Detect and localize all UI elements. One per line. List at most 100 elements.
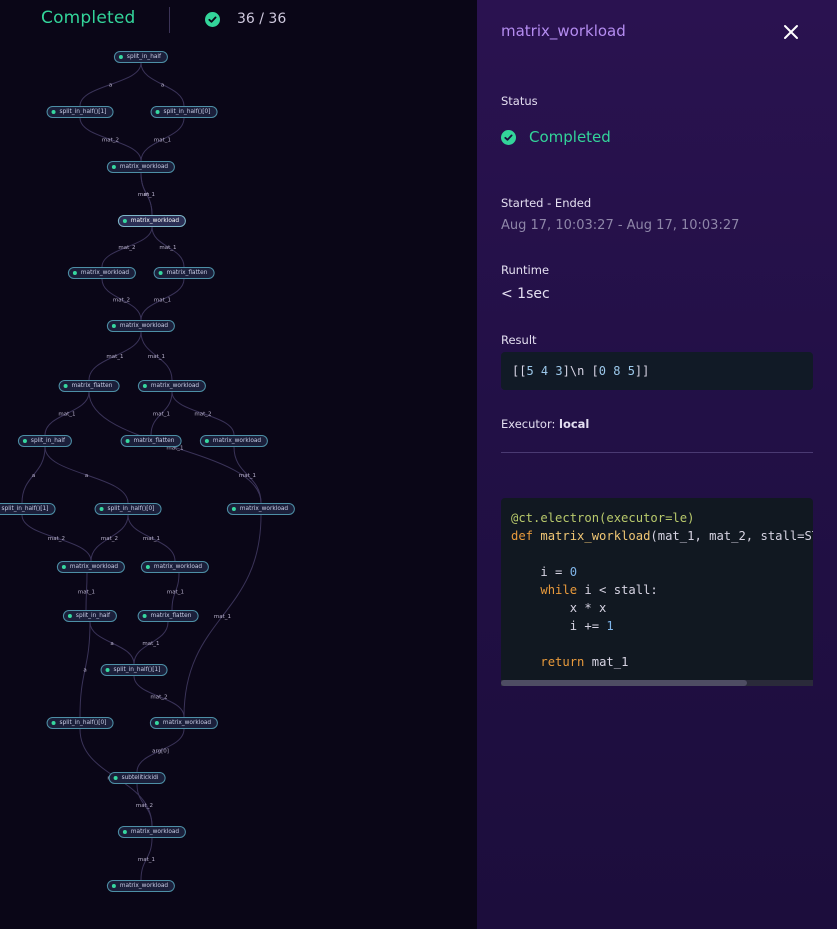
graph-edge [88, 331, 142, 381]
graph-node[interactable]: matrix_workload [106, 880, 176, 892]
graph-edge [89, 621, 135, 665]
graph-edge [136, 783, 153, 827]
graph-edge [140, 331, 173, 381]
graph-node[interactable]: matrix_workload [149, 717, 219, 729]
graph-node[interactable]: matrix_workload [106, 161, 176, 173]
graph-edge [44, 391, 90, 436]
graph-edge [90, 514, 129, 562]
source-code-block[interactable]: @ct.electron(executor=le) def matrix_wor… [501, 498, 813, 686]
graph-node[interactable]: split_in_half()[1] [100, 664, 168, 676]
edge-label: a [161, 83, 164, 89]
graph-edge [85, 572, 88, 611]
graph-node[interactable]: matrix_workload [199, 435, 269, 447]
edge-label: mat_2 [101, 536, 118, 542]
edge-label: mat_2 [48, 536, 65, 542]
graph-edge [133, 621, 169, 665]
result-label: Result [501, 333, 537, 347]
edge-label: a [85, 473, 88, 479]
edge-label: mat_1 [239, 473, 256, 479]
graph-node[interactable]: split_in_half()[0] [150, 106, 218, 118]
graph-edge [171, 391, 235, 436]
graph-node[interactable]: matrix_workload [140, 561, 210, 573]
dispatch-status-text: Completed [41, 8, 136, 28]
panel-title: matrix_workload [501, 22, 626, 40]
graph-edge [88, 391, 262, 504]
edge-label: m [144, 192, 149, 198]
graph-node[interactable]: matrix_workload [137, 380, 207, 392]
graph-node[interactable]: matrix_flatten [137, 610, 199, 622]
edge-label: a [83, 668, 86, 674]
edge-label: mat_2 [136, 803, 153, 809]
code-scrollbar-thumb[interactable] [501, 680, 747, 686]
graph-edge [79, 621, 91, 718]
graph-node[interactable]: matrix_flatten [120, 435, 182, 447]
edge-label: mat_1 [159, 245, 176, 251]
edge-label: mat_1 [138, 857, 155, 863]
code-scrollbar[interactable] [501, 680, 813, 686]
graph-edge [150, 391, 173, 436]
check-circle-icon [205, 12, 220, 27]
completed-count: 36 / 36 [237, 11, 287, 27]
graph-node[interactable]: matrix_workload [67, 267, 137, 279]
graph-node[interactable]: split_in_half [113, 51, 169, 63]
graph-edge [140, 62, 185, 107]
divider [169, 7, 170, 33]
graph-edge [44, 446, 129, 504]
close-button[interactable] [782, 23, 800, 41]
runtime-value: < 1sec [501, 286, 550, 302]
check-circle-icon [501, 130, 516, 145]
graph-edge [21, 514, 92, 562]
graph-edge [140, 278, 185, 321]
edge-label: mat_1 [78, 590, 95, 596]
edge-label: mat_1 [58, 412, 75, 418]
graph-node[interactable]: split_in_half()[1] [46, 106, 114, 118]
graph-node[interactable]: matrix_flatten [153, 267, 215, 279]
edge-label: mat_1 [154, 138, 171, 144]
graph-edge [101, 226, 153, 268]
source-code: @ct.electron(executor=le) def matrix_wor… [511, 511, 813, 669]
executor-label: Executor: [501, 417, 556, 431]
edge-label: arg[0] [152, 749, 169, 755]
graph-node[interactable]: matrix_workload [226, 503, 296, 515]
graph-node[interactable]: matrix_workload [56, 561, 126, 573]
graph-edge [140, 837, 153, 881]
edge-label: mat_2 [113, 298, 130, 304]
graph-edge [140, 117, 185, 162]
graph-node[interactable]: split_in_half()[0] [94, 503, 162, 515]
executor-row: Executor: local [501, 417, 589, 431]
graph-node[interactable]: split_in_half [17, 435, 73, 447]
edge-label: mat_1 [153, 412, 170, 418]
graph-node-selected[interactable]: matrix_workload [117, 215, 187, 227]
edge-label: mat_1 [148, 354, 165, 360]
graph-node[interactable]: split_in_half [62, 610, 118, 622]
graph-node[interactable]: matrix_flatten [58, 380, 120, 392]
result-text: [[5 4 3]\n [0 8 5]] [512, 364, 650, 378]
status-text: Completed [529, 128, 611, 146]
graph-node[interactable]: matrix_workload [106, 320, 176, 332]
executor-value: local [559, 417, 590, 431]
edge-label: mat_1 [143, 536, 160, 542]
graph-edge [140, 172, 153, 216]
graph-node[interactable]: subtelitickidi [108, 772, 166, 784]
graph-edge [151, 226, 185, 268]
graph-edge [133, 675, 185, 718]
edge-label: mat_2 [150, 695, 167, 701]
graph-edge [127, 514, 176, 562]
started-ended-value: Aug 17, 10:03:27 - Aug 17, 10:03:27 [501, 218, 740, 233]
graph-node[interactable]: split_in_half()[1] [0, 503, 56, 515]
edge-label: mat_2 [118, 245, 135, 251]
graph-edge [233, 446, 262, 504]
edge-label: mat_1 [106, 354, 123, 360]
started-ended-label: Started - Ended [501, 196, 592, 210]
result-value[interactable]: [[5 4 3]\n [0 8 5]] [501, 352, 813, 390]
runtime-label: Runtime [501, 263, 550, 277]
graph-node[interactable]: matrix_workload [117, 826, 187, 838]
top-status-bar: Completed 36 / 36 [0, 0, 477, 40]
graph-node[interactable]: split_in_half()[0] [46, 717, 114, 729]
edge-label: mat_1 [142, 641, 159, 647]
node-detail-panel: matrix_workload Status Completed Started… [477, 0, 837, 929]
graph-edge [183, 514, 262, 718]
edge-label: a [110, 641, 113, 647]
